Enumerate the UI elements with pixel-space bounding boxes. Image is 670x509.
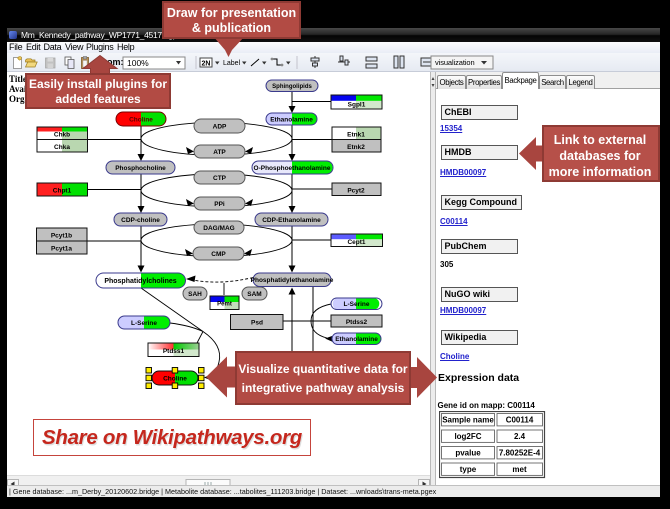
svg-text:Sphingolipids: Sphingolipids [272, 84, 312, 90]
svg-text:Pcyt1b: Pcyt1b [51, 233, 72, 240]
svg-text:type: type [459, 465, 476, 474]
svg-text:Pemt: Pemt [217, 302, 232, 308]
svg-text:Choline: Choline [129, 117, 153, 124]
svg-text:Sample name: Sample name [442, 415, 494, 424]
svg-text:Chkb: Chkb [54, 132, 70, 139]
svg-text:Choline: Choline [163, 376, 187, 383]
svg-text:Etnk1: Etnk1 [347, 132, 365, 139]
svg-text:Cept1: Cept1 [347, 239, 365, 246]
svg-text:C00114: C00114 [505, 415, 533, 424]
svg-text:DAG/MAG: DAG/MAG [203, 225, 234, 232]
svg-text:2N: 2N [202, 61, 211, 68]
svg-text:Title:: Title: [9, 74, 30, 84]
svg-text:Phosphocholine: Phosphocholine [115, 165, 166, 172]
svg-text:SAH: SAH [188, 291, 202, 298]
svg-text:Pcyt1a: Pcyt1a [51, 246, 72, 253]
svg-text:ATP: ATP [213, 149, 226, 156]
svg-text:ADP: ADP [213, 124, 227, 131]
svg-text:PPi: PPi [214, 201, 225, 208]
svg-text:L-Serine: L-Serine [343, 301, 369, 308]
svg-text:Pcyt2: Pcyt2 [347, 188, 365, 195]
svg-text:CDP-choline: CDP-choline [121, 217, 160, 224]
svg-text:met: met [512, 465, 527, 474]
svg-text:Phosphatidylethanolamine: Phosphatidylethanolamine [251, 277, 334, 284]
svg-text:pvalue: pvalue [455, 448, 481, 457]
svg-text:Ptdss1: Ptdss1 [163, 348, 185, 355]
svg-text:SAM: SAM [247, 291, 261, 298]
svg-text:Zoom:: Zoom: [96, 57, 124, 67]
svg-text:Chpt1: Chpt1 [53, 188, 72, 195]
svg-text:Label: Label [223, 60, 241, 67]
svg-text:Draw for presentation: Draw for presentation [167, 6, 296, 20]
svg-text:L-Serine: L-Serine [131, 320, 157, 327]
svg-text:Phosphatidylcholines: Phosphatidylcholines [104, 278, 176, 285]
svg-text:Ethanolamine: Ethanolamine [335, 336, 378, 343]
svg-text:visualization: visualization [435, 58, 475, 67]
svg-text:100%: 100% [127, 58, 149, 68]
svg-text:Ptdss2: Ptdss2 [346, 319, 368, 326]
svg-text:Etnk2: Etnk2 [347, 144, 365, 151]
svg-text:Sgpl1: Sgpl1 [348, 102, 366, 109]
svg-text:CTP: CTP [213, 175, 227, 182]
svg-text:7.80252E-4: 7.80252E-4 [498, 448, 540, 457]
svg-text:Psd: Psd [251, 320, 263, 327]
svg-text:CDP-Ethanolamine: CDP-Ethanolamine [262, 217, 321, 224]
svg-text:Ethanolamine: Ethanolamine [270, 117, 313, 124]
svg-text:Availab: Availab [9, 84, 38, 94]
svg-text:2.4: 2.4 [513, 432, 525, 441]
svg-text:log2FC: log2FC [454, 432, 481, 441]
svg-text:O-Phosphoethanolamine: O-Phosphoethanolamine [254, 165, 331, 172]
svg-text:CMP: CMP [211, 251, 226, 258]
svg-text:Chka: Chka [54, 144, 70, 151]
svg-text:Organis: Organis [9, 94, 41, 104]
